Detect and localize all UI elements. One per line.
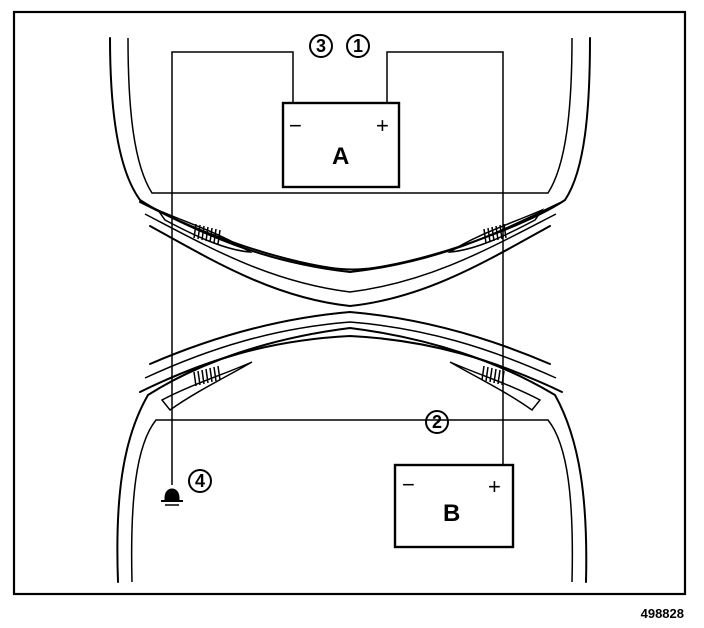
battery-a: − + A bbox=[281, 101, 401, 189]
callout-4: 4 bbox=[188, 469, 212, 493]
callout-4-number: 4 bbox=[195, 471, 205, 491]
callout-2-number: 2 bbox=[432, 412, 442, 432]
callout-2: 2 bbox=[425, 410, 449, 434]
cable-1-positive bbox=[386, 51, 504, 465]
cable-3-negative bbox=[171, 51, 294, 485]
callout-3-number: 3 bbox=[316, 36, 326, 56]
battery-b: − + B bbox=[393, 463, 515, 549]
callout-3: 3 bbox=[309, 34, 333, 58]
battery-b-positive-terminal: + bbox=[488, 474, 501, 499]
reference-code: 498828 bbox=[641, 606, 684, 621]
jumper-cables bbox=[171, 51, 504, 485]
ground-point-icon bbox=[161, 488, 183, 506]
battery-b-negative-terminal: − bbox=[402, 472, 415, 497]
battery-a-negative-terminal: − bbox=[289, 113, 302, 138]
callout-1-number: 1 bbox=[353, 36, 363, 56]
battery-a-label: A bbox=[332, 143, 349, 170]
diagram-frame bbox=[12, 10, 687, 596]
callout-1: 1 bbox=[346, 34, 370, 58]
vehicle-bottom bbox=[116, 311, 588, 583]
vehicle-top bbox=[109, 37, 591, 307]
battery-b-label: B bbox=[443, 500, 460, 527]
battery-a-positive-terminal: + bbox=[376, 113, 389, 138]
